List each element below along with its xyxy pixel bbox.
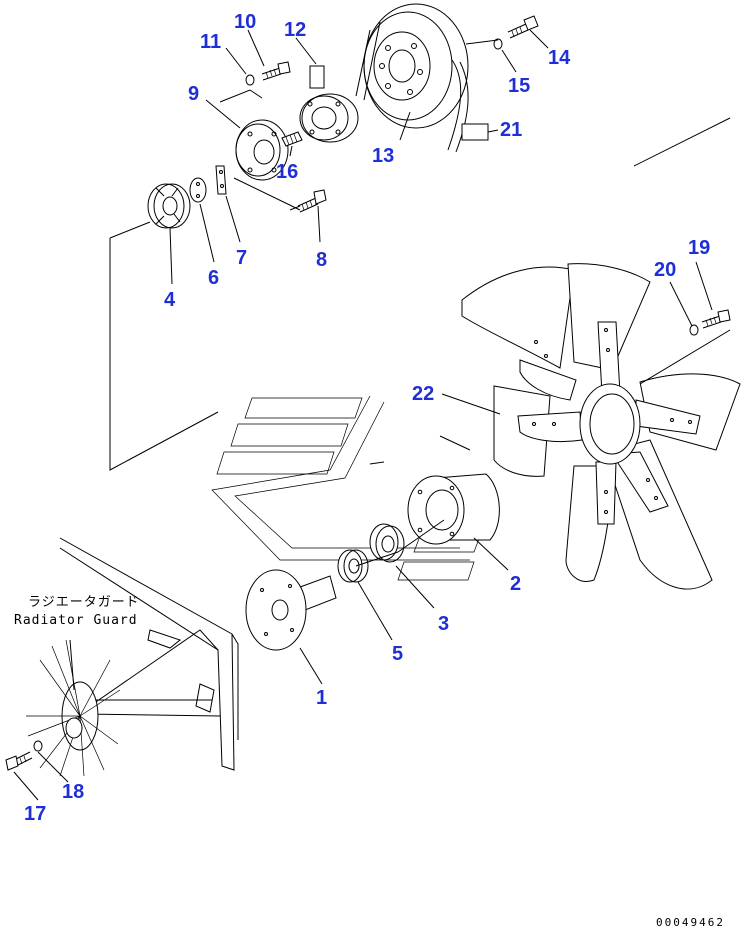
- part-label-9: 9: [188, 83, 199, 105]
- bolt-14: [507, 15, 539, 39]
- part-label-15: 15: [508, 75, 530, 97]
- washer-20: [689, 324, 699, 336]
- stud-16: [281, 131, 303, 147]
- part-label-12: 12: [284, 19, 306, 41]
- part-label-21: 21: [500, 119, 522, 141]
- radiator-guard: [59, 537, 239, 771]
- spacer-12: [299, 65, 359, 143]
- part-label-3: 3: [438, 613, 449, 635]
- bracket-21: [461, 123, 489, 141]
- bolt-17: [5, 751, 33, 771]
- part-label-10: 10: [234, 11, 256, 33]
- washer-11: [245, 74, 255, 86]
- bolt-10: [261, 61, 291, 81]
- part-label-8: 8: [316, 249, 327, 271]
- part-label-18: 18: [62, 781, 84, 803]
- part-label-13: 13: [372, 145, 394, 167]
- part-label-20: 20: [654, 259, 676, 281]
- part-label-5: 5: [392, 643, 403, 665]
- guard-hub: [26, 639, 121, 777]
- part-label-22: 22: [412, 383, 434, 405]
- part-label-11: 11: [200, 31, 221, 53]
- part-label-17: 17: [24, 803, 46, 825]
- bearing-5: [337, 549, 369, 583]
- bushing-4: [147, 183, 191, 229]
- washer-15: [493, 38, 503, 50]
- part-label-7: 7: [236, 247, 247, 269]
- part-label-14: 14: [548, 47, 571, 69]
- label-leaders: [13, 29, 713, 801]
- bolt-8: [297, 189, 327, 213]
- fan-22: [461, 263, 741, 590]
- hub-plate-9: [235, 119, 289, 181]
- part-label-16: 16: [276, 161, 298, 183]
- bolt-19: [701, 309, 731, 329]
- part-label-2: 2: [510, 573, 521, 595]
- drawing-number: 00049462: [656, 916, 725, 929]
- part-label-1: 1: [316, 687, 327, 709]
- radiator-guard-caption-jp: ラジエータガード: [28, 595, 140, 610]
- plate-7: [215, 165, 227, 195]
- radiator-guard-caption-en: Radiator Guard: [14, 613, 138, 628]
- assembly-lines: [109, 39, 731, 567]
- shaft-1: [245, 569, 337, 651]
- fan-pulley-13: [355, 3, 469, 153]
- bearing-3: [369, 523, 405, 563]
- part-label-19: 19: [688, 237, 710, 259]
- shim-6: [189, 177, 207, 203]
- part-label-6: 6: [208, 267, 219, 289]
- fan-hub-2: [407, 473, 500, 545]
- part-label-4: 4: [164, 289, 176, 311]
- washer-18: [33, 740, 43, 752]
